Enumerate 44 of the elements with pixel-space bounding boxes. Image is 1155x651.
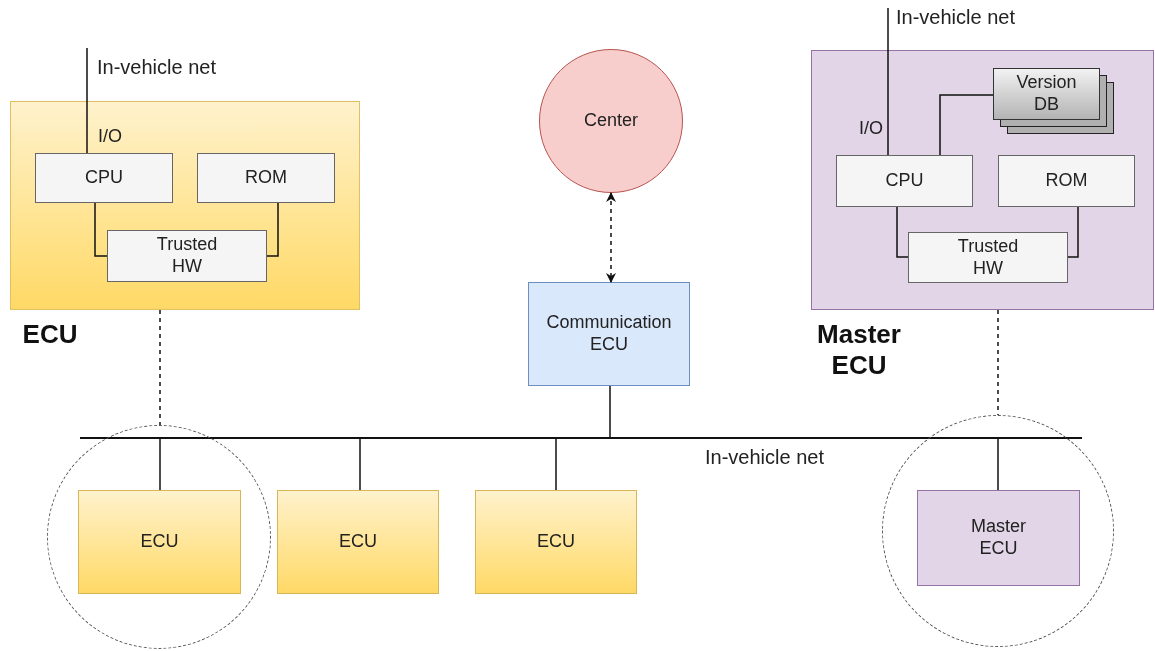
node-label: Master ECU <box>970 516 1027 560</box>
rom-box <box>197 153 335 203</box>
node-label: ECU <box>139 531 180 553</box>
connector-line <box>896 206 909 258</box>
connector-line <box>94 202 108 257</box>
connector-line <box>939 94 994 156</box>
ecu-heading: ECU <box>21 319 79 351</box>
communication-ecu-box <box>528 282 690 386</box>
node-label: CPU <box>84 167 124 189</box>
connector-line <box>555 438 557 491</box>
ecu-box <box>475 490 637 594</box>
ecu-heading: Master ECU <box>816 319 902 382</box>
node-label: ROM <box>1044 170 1089 192</box>
node-label: Communication ECU <box>545 312 673 356</box>
node-label: Trusted HW <box>155 234 219 278</box>
trusted-hw-box <box>107 230 267 282</box>
rom-box <box>998 155 1135 207</box>
ecu-box <box>78 490 241 594</box>
node-label: ROM <box>244 167 288 189</box>
double-arrow <box>606 192 616 283</box>
node-label: Trusted HW <box>956 235 1020 280</box>
node-label: CPU <box>884 170 925 192</box>
side-label: I/O <box>859 118 883 140</box>
connector-line <box>997 438 999 491</box>
connector-line <box>609 385 611 438</box>
node-label: Center <box>583 110 639 132</box>
ecu-box <box>277 490 439 594</box>
connector-line <box>1067 206 1079 258</box>
node-label: ECU <box>338 531 378 553</box>
dotted-line <box>159 309 161 426</box>
connector-line <box>887 7 889 156</box>
connector-line <box>359 438 361 491</box>
node-label: Version DB <box>1015 72 1078 116</box>
side-label: In-vehicle net <box>705 445 824 469</box>
node-label: ECU <box>536 531 576 553</box>
connector-line <box>159 438 161 491</box>
connector-line <box>86 47 88 154</box>
trusted-hw-box <box>908 232 1068 283</box>
edge-label: In-vehicle net <box>97 56 216 79</box>
edge-label: In-vehicle net <box>896 6 1015 29</box>
side-label: I/O <box>98 126 122 148</box>
master-ecu-box <box>917 490 1080 586</box>
dotted-line <box>997 309 999 416</box>
connector-line <box>266 202 279 257</box>
